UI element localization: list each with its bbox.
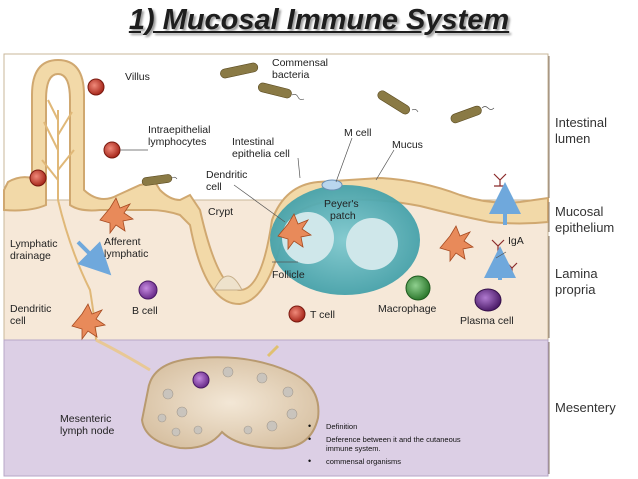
label-intraepithelial: Intraepithelial: [148, 124, 210, 136]
macrophage: [405, 275, 431, 301]
label-intraepithelial: lymphocytes: [148, 136, 206, 148]
label-commensal: Commensal: [272, 57, 328, 69]
label-lymphatic-drainage: drainage: [10, 250, 51, 262]
lymphatic-vessel: [95, 338, 151, 372]
lymph-node-b-cell: [192, 371, 210, 389]
label-t-cell: T cell: [310, 309, 335, 321]
label-macrophage: Macrophage: [378, 303, 437, 315]
label-iga: IgA: [508, 235, 524, 247]
label-mucus: Mucus: [392, 139, 423, 151]
label-afferent: Afferent: [104, 236, 141, 248]
label-villus: Villus: [125, 71, 150, 83]
label-plasma-cell: Plasma cell: [460, 315, 514, 327]
label-intestinal-epithelia: epithelia cell: [232, 148, 290, 160]
side-label-intestinal-lumen: Intestinal: [555, 115, 607, 130]
efferent-arrow: [266, 344, 280, 358]
commensal-bacteria: [141, 62, 482, 186]
bullet-item: Deference between it and the cutaneous i…: [308, 435, 488, 453]
label-afferent: lymphatic: [104, 248, 148, 260]
label-lymph-node: lymph node: [60, 425, 114, 437]
side-label-intestinal-lumen: lumen: [555, 131, 590, 146]
b-cell: [138, 280, 158, 300]
crypt-base: [213, 275, 243, 291]
label-crypt: Crypt: [208, 206, 233, 218]
label-lymphatic-drainage: Lymphatic: [10, 238, 57, 250]
label-m-cell: M cell: [344, 127, 371, 139]
bullet-list: Definition Deference between it and the …: [308, 422, 488, 470]
page-title: 1) Mucosal Immune System: [128, 4, 510, 36]
label-commensal: bacteria: [272, 69, 310, 81]
follicle: [346, 218, 398, 270]
side-label-mucosal-epithelium: Mucosal: [555, 204, 604, 219]
label-follicle: Follicle: [272, 269, 305, 281]
side-label-lamina-propria: propria: [555, 282, 596, 297]
label-peyers-patch: patch: [330, 210, 356, 222]
label-lymph-node: Mesenteric: [60, 413, 111, 425]
lymph-node-follicles: [157, 366, 298, 437]
side-label-mesentery: Mesentery: [555, 400, 616, 415]
side-label-lamina-propria: Lamina: [555, 266, 598, 281]
bullet-item: Definition: [308, 422, 488, 431]
label-dendritic-lp: cell: [10, 315, 26, 327]
side-label-mucosal-epithelium: epithelium: [555, 220, 614, 235]
label-dendritic: Dendritic: [206, 169, 247, 181]
label-dendritic-lp: Dendritic: [10, 303, 51, 315]
transport-arrows: [76, 182, 521, 280]
bullet-item: commensal organisms: [308, 457, 488, 466]
label-intestinal-epithelia: Intestinal: [232, 136, 274, 148]
bacteria-flagella: [171, 94, 495, 180]
callout-lines: [120, 137, 507, 263]
label-b-cell: B cell: [132, 305, 158, 317]
label-dendritic: cell: [206, 181, 222, 193]
m-cell: [321, 179, 343, 191]
plasma-cell: [474, 288, 502, 312]
label-peyers-patch: Peyer's: [324, 198, 359, 210]
